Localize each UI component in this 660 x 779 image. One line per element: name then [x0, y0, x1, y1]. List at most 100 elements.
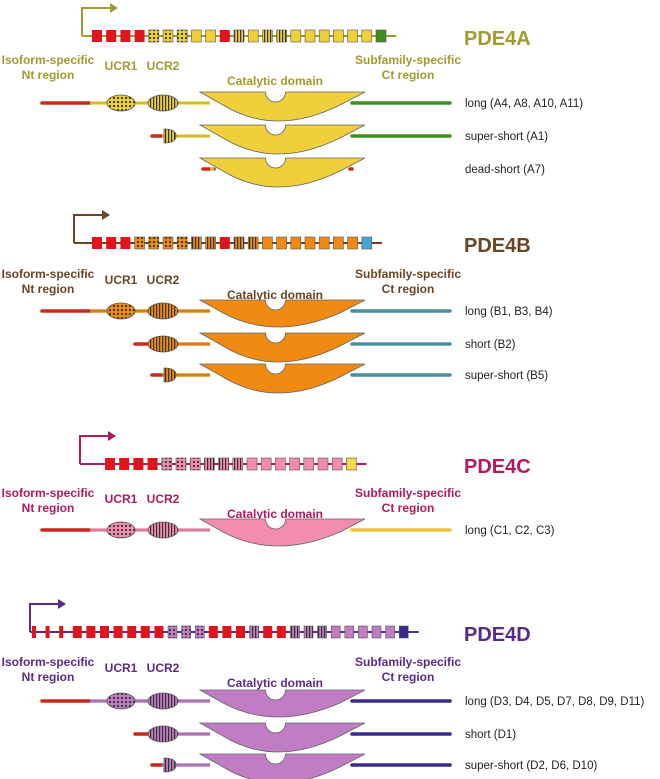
exon	[133, 458, 144, 470]
ct-region-label: Ct region	[382, 282, 435, 296]
promoter-arrow-icon	[79, 431, 116, 464]
exon	[92, 237, 102, 249]
exon	[204, 457, 215, 471]
exon	[189, 457, 201, 471]
exon	[176, 29, 188, 43]
exon	[162, 29, 174, 43]
exon	[100, 626, 109, 638]
exon	[191, 29, 202, 43]
exon	[347, 236, 358, 250]
exon	[148, 236, 160, 250]
isoform-label: long (D3, D4, D5, D7, D8, D9, D11)	[465, 696, 645, 708]
isoform-label: long (A4, A8, A10, A11)	[465, 98, 583, 110]
exon	[333, 29, 344, 43]
promoter-arrow-icon	[81, 3, 118, 36]
exon	[233, 236, 245, 250]
exon	[134, 30, 145, 42]
exon	[358, 625, 368, 639]
ucr1-label: UCR1	[105, 59, 138, 73]
isoform-long: long (A4, A8, A10, A11)	[40, 91, 583, 122]
isoform-short: short (D1)	[133, 722, 516, 753]
promoter-arrow-icon	[73, 210, 110, 243]
ucr2-domain	[147, 521, 179, 539]
exon	[222, 626, 232, 638]
isoform-long: long (D3, D4, D5, D7, D8, D9, D11)	[40, 689, 645, 718]
exon	[262, 236, 273, 250]
exon	[59, 626, 64, 638]
catalytic-domain	[198, 722, 366, 753]
family-name: PDE4B	[464, 235, 531, 257]
nt-region-label: Isoform-specific	[2, 53, 95, 67]
exon	[232, 457, 244, 471]
exon	[191, 236, 202, 250]
exon	[92, 30, 102, 42]
exon	[208, 626, 218, 638]
exon	[161, 457, 173, 471]
exon	[304, 236, 316, 250]
exon	[361, 29, 373, 43]
exon	[119, 458, 130, 470]
ucr2-label: UCR2	[147, 661, 180, 675]
isoform-label: super-short (A1)	[465, 131, 548, 143]
exon	[205, 29, 216, 43]
ucr1-domain	[106, 692, 136, 710]
catalytic-domain	[198, 363, 366, 394]
ucr2-label: UCR2	[147, 273, 180, 287]
exon	[127, 626, 137, 638]
ct-region-label: Ct region	[382, 501, 435, 515]
exon	[219, 237, 230, 249]
nt-region-label: Isoform-specific	[2, 655, 95, 669]
exon	[113, 626, 123, 638]
isoform-super-short: super-short (B5)	[150, 363, 548, 394]
exon	[154, 626, 164, 638]
ucr1-label: UCR1	[105, 273, 138, 287]
ct-region-label: Subfamily-specific	[355, 267, 461, 281]
ucr1-domain	[106, 94, 136, 112]
exon	[361, 236, 373, 250]
catalytic-domain	[198, 124, 366, 155]
exon	[219, 30, 230, 42]
exon	[290, 29, 302, 43]
exon	[347, 29, 358, 43]
isoform-long: long (C1, C2, C3)	[40, 518, 555, 547]
exon	[371, 625, 382, 639]
exon	[205, 236, 216, 250]
nt-region-label: Nt region	[22, 501, 75, 515]
exon	[167, 625, 178, 639]
isoform-label: dead-short (A7)	[465, 164, 545, 176]
nt-region-label: Isoform-specific	[2, 267, 95, 281]
isoform-super-short: super-short (A1)	[150, 124, 548, 155]
exon	[289, 457, 300, 471]
catalytic-domain-label: Catalytic domain	[227, 288, 323, 302]
nt-region-label: Nt region	[22, 670, 75, 684]
ucr2-domain	[147, 725, 179, 743]
ucr2-label: UCR2	[147, 492, 180, 506]
exon	[140, 626, 150, 638]
exon	[276, 29, 287, 43]
exon	[260, 457, 272, 471]
exon	[318, 236, 330, 250]
exon	[247, 29, 259, 43]
exon	[317, 457, 329, 471]
ucr2-label: UCR2	[147, 59, 180, 73]
exon	[147, 458, 158, 470]
exon	[290, 625, 300, 639]
ucr2-domain	[163, 128, 177, 144]
exon	[176, 236, 188, 250]
exon	[120, 237, 131, 249]
exon	[175, 457, 187, 471]
exon	[330, 625, 341, 639]
catalytic-domain	[198, 518, 366, 547]
exon	[162, 236, 174, 250]
ucr2-domain	[163, 367, 177, 383]
exon	[236, 626, 245, 638]
exon	[303, 625, 314, 639]
isoform-label: short (D1)	[465, 729, 516, 741]
exon	[290, 236, 302, 250]
nt-region-label: Isoform-specific	[2, 486, 95, 500]
ucr1-domain	[106, 521, 136, 539]
nt-region-label: Nt region	[22, 68, 75, 82]
